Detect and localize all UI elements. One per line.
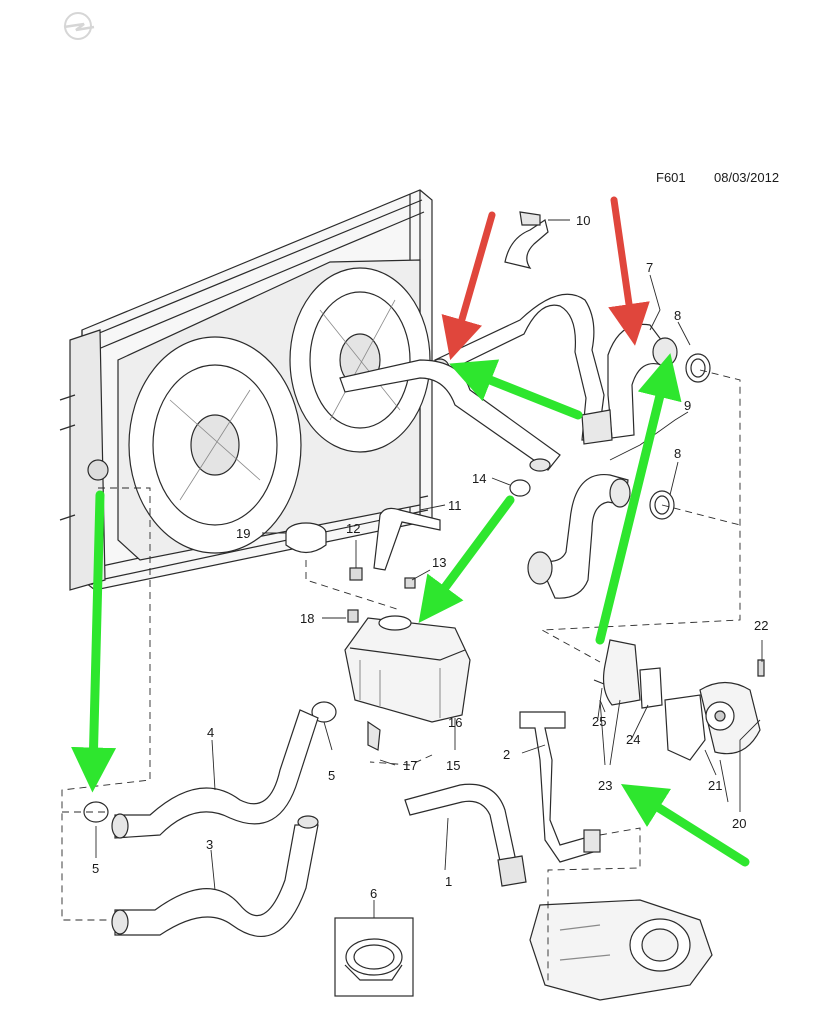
callout-19: 19	[236, 526, 250, 541]
callout-2: 2	[503, 747, 510, 762]
radiator-fan-assembly	[59, 189, 433, 591]
cooler-hoses	[404, 711, 601, 887]
green-arrows	[71, 353, 750, 867]
callout-4: 4	[207, 725, 214, 740]
green-arrow-left-down	[71, 490, 117, 793]
vent-hose-set	[349, 479, 531, 589]
engine-hoses	[527, 323, 678, 599]
oil-filter-housing	[529, 899, 713, 1001]
callout-11: 11	[448, 498, 462, 513]
callout-labels: 1 2 3 4 5 5 6 7 8 8 9 10 11 12 13 14 15 …	[92, 213, 768, 901]
callout-15: 15	[446, 758, 460, 773]
green-arrow-bottom-right	[620, 784, 750, 867]
callout-6: 6	[370, 886, 377, 901]
callout-7: 7	[646, 260, 653, 275]
callout-22: 22	[754, 618, 768, 633]
callout-8a: 8	[674, 308, 681, 323]
filler-cap	[285, 522, 327, 554]
red-arrows	[441, 196, 650, 361]
green-arrow-pump-up	[595, 353, 682, 645]
callout-21: 21	[708, 778, 722, 793]
callout-12: 12	[346, 521, 360, 536]
callout-13: 13	[432, 555, 446, 570]
clamp-inset-box	[334, 917, 414, 997]
callout-24: 24	[626, 732, 640, 747]
callout-23: 23	[598, 778, 612, 793]
diagram-code: F601	[656, 170, 686, 185]
callout-8b: 8	[674, 446, 681, 461]
callout-5a: 5	[92, 861, 99, 876]
red-arrow-right	[608, 196, 650, 346]
diagram-date: 08/03/2012	[714, 170, 780, 185]
lower-hoses	[111, 709, 319, 937]
callout-9: 9	[684, 398, 691, 413]
green-arrow-upper	[449, 359, 583, 420]
callout-14: 14	[472, 471, 486, 486]
leader-lines	[95, 219, 763, 918]
hose-clip	[504, 211, 549, 269]
watermark-logo	[14, 6, 124, 56]
red-arrow-left	[441, 211, 496, 361]
callout-10: 10	[576, 213, 590, 228]
coolant-reservoir	[344, 609, 471, 751]
callout-20: 20	[732, 816, 746, 831]
callout-16: 16	[448, 715, 462, 730]
callout-5b: 5	[328, 768, 335, 783]
green-arrow-reservoir	[418, 495, 515, 624]
water-pump-assembly	[593, 639, 765, 761]
callout-3: 3	[206, 837, 213, 852]
opel-logo-bolt	[63, 22, 95, 32]
callout-17: 17	[403, 758, 417, 773]
callout-18: 18	[300, 611, 314, 626]
callout-1: 1	[445, 874, 452, 889]
callout-25: 25	[592, 714, 606, 729]
